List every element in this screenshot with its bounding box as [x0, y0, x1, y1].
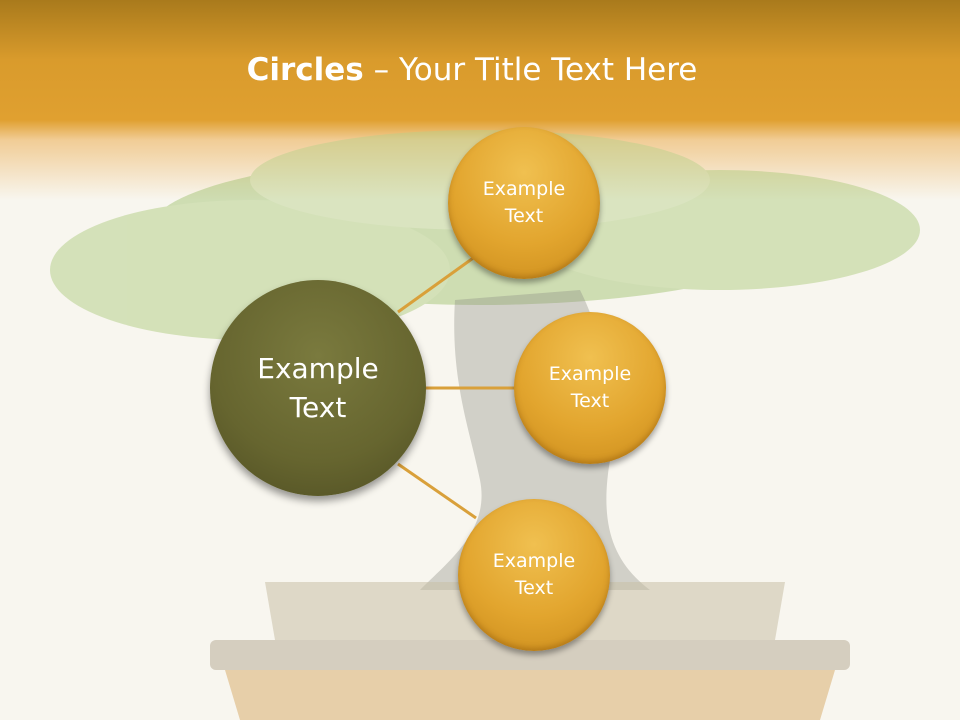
title-rest: – Your Title Text Here	[363, 52, 698, 88]
connector-line-bottom	[397, 462, 477, 520]
satellite-circle-label: Example Text	[492, 550, 576, 599]
center-circle-label: Example Text	[257, 351, 379, 424]
connector-line-top	[397, 254, 477, 314]
satellite-circle-label: Example Text	[548, 363, 632, 412]
slide-title: Circles – Your Title Text Here	[0, 52, 944, 88]
satellite-circle-top[interactable]: Example Text	[448, 127, 600, 279]
center-circle[interactable]: Example Text	[210, 280, 426, 496]
title-bold: Circles	[246, 52, 364, 88]
satellite-circle-label: Example Text	[482, 178, 566, 227]
satellite-circle-bottom[interactable]: Example Text	[458, 499, 610, 651]
satellite-circle-middle[interactable]: Example Text	[514, 312, 666, 464]
